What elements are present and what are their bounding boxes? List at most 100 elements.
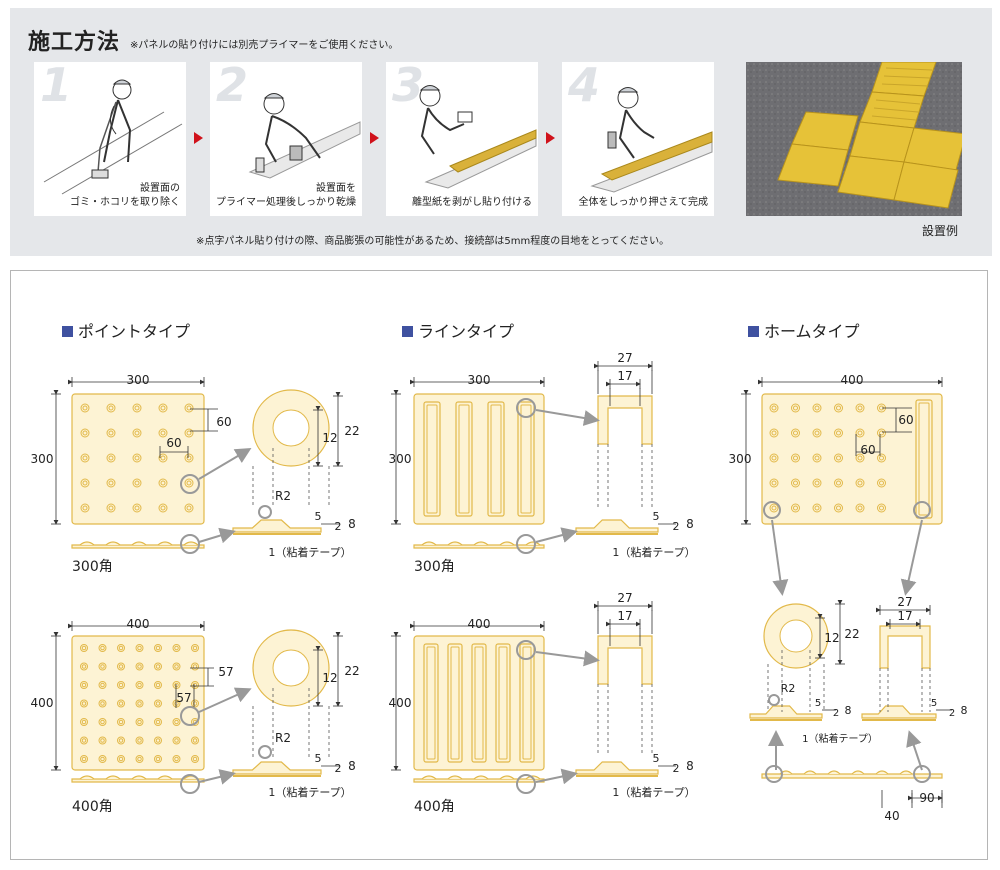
braille-dot-inner	[879, 480, 884, 486]
edge-bump	[447, 541, 463, 546]
braille-dot	[158, 478, 168, 488]
braille-dot	[117, 644, 125, 652]
braille-dot	[80, 755, 88, 763]
magnifier-circle	[180, 774, 200, 794]
braille-dot	[135, 718, 144, 726]
braille-dot	[812, 428, 822, 438]
callout-arrow	[906, 730, 923, 771]
braille-dot	[154, 736, 162, 745]
step-number: 4	[568, 58, 601, 112]
braille-dot-inner	[793, 455, 798, 461]
braille-dot-inner	[174, 682, 179, 688]
tile-profile	[232, 761, 322, 775]
braille-dot-inner	[118, 756, 124, 762]
dimension-label: 27	[897, 595, 912, 609]
callout-arrow	[198, 769, 236, 785]
braille-dot	[158, 453, 168, 463]
braille-dot-inner	[857, 455, 863, 461]
dimension-label: 57	[176, 691, 191, 705]
braille-dot	[117, 755, 125, 763]
dimension-label: R2	[781, 682, 796, 695]
braille-dot	[834, 478, 843, 488]
braille-dot	[154, 755, 162, 763]
dimension-label: 1（粘着テープ）	[268, 545, 351, 559]
braille-dot	[117, 736, 125, 745]
braille-dot	[769, 428, 779, 438]
tile-profile	[232, 519, 322, 533]
edge-bump	[447, 775, 463, 780]
installation-example-photo	[746, 62, 962, 216]
callout-arrow	[900, 519, 923, 596]
primer-note: ※パネルの貼り付けには別売プライマーをご使用ください。	[130, 40, 399, 51]
line-bar	[487, 401, 505, 517]
braille-dot	[191, 718, 199, 726]
dimension-label: 17	[617, 369, 632, 383]
edge-bump	[899, 770, 913, 775]
dimension-label: 12	[824, 631, 839, 645]
dimension-label: 22	[844, 627, 859, 641]
callout-arrow	[198, 687, 252, 713]
braille-dot	[117, 718, 125, 726]
edge-bump	[79, 775, 95, 780]
braille-dot	[98, 644, 107, 652]
dimension-label: 57	[218, 665, 233, 679]
braille-dot	[855, 453, 865, 463]
dimension-label: 400	[841, 373, 864, 387]
dimension-label: 400	[127, 617, 150, 631]
step-4-card: 4 全体をしっかり押さえて完成	[562, 58, 714, 216]
braille-dot	[769, 478, 779, 488]
braille-dot-inner	[137, 719, 142, 725]
braille-dot-inner	[100, 664, 105, 669]
braille-dot	[769, 503, 779, 513]
callout-arrow	[771, 519, 789, 596]
step-arrow-icon	[194, 132, 203, 144]
callout-arrow	[535, 527, 578, 543]
braille-dot	[184, 478, 194, 488]
braille-dot-inner	[155, 756, 161, 762]
braille-dot	[106, 403, 116, 413]
dimension-label: R2	[275, 731, 291, 745]
dimension-label: 2	[833, 708, 839, 719]
tile-outline	[71, 393, 205, 525]
braille-dot	[80, 736, 88, 745]
braille-dot-inner	[118, 719, 124, 725]
dimension-label: 90	[919, 791, 934, 805]
dimension-label: 17	[897, 609, 912, 623]
line-bar	[423, 401, 441, 517]
braille-dot	[80, 503, 90, 513]
braille-dot-inner	[100, 701, 105, 706]
worker-priming-illustration	[248, 93, 361, 179]
braille-dot	[812, 453, 822, 463]
braille-dot-inner	[174, 738, 179, 743]
braille-dot	[855, 503, 865, 513]
braille-dot-inner	[155, 719, 161, 725]
dot-inner-ring	[272, 649, 310, 687]
braille-dot-inner	[155, 701, 161, 706]
braille-dot	[98, 662, 107, 671]
braille-dot	[106, 503, 116, 513]
dimension-label: 60	[898, 413, 913, 427]
dimension-label: 2	[949, 708, 955, 719]
braille-dot	[132, 403, 142, 413]
point-type-title: ポイントタイプ	[62, 318, 190, 342]
braille-dot	[80, 453, 90, 463]
section-title: 施工方法	[28, 30, 121, 55]
edge-bump	[79, 541, 95, 546]
braille-dot	[98, 736, 107, 745]
braille-dot	[172, 644, 181, 652]
step-1-card: 1 設置面の ゴミ・ホコリを取り除く	[34, 58, 186, 216]
braille-dot	[834, 503, 843, 513]
joint-gap-note: ※点字パネル貼り付けの際、商品膨張の可能性があるため、接続部は5mm程度の目地を…	[196, 236, 670, 247]
dimension-label: 300	[468, 373, 491, 387]
braille-dot-inner	[836, 430, 841, 436]
braille-dot-inner	[137, 701, 142, 706]
step-number: 2	[216, 58, 249, 112]
edge-bump	[421, 775, 437, 780]
dimension-label: 5	[653, 752, 660, 765]
braille-dot-inner	[81, 645, 87, 651]
dimension-label: 1（粘着テープ）	[612, 545, 695, 559]
braille-dot	[80, 699, 88, 708]
braille-dot	[135, 699, 144, 708]
braille-dot	[80, 644, 88, 652]
braille-dot-inner	[155, 682, 161, 688]
